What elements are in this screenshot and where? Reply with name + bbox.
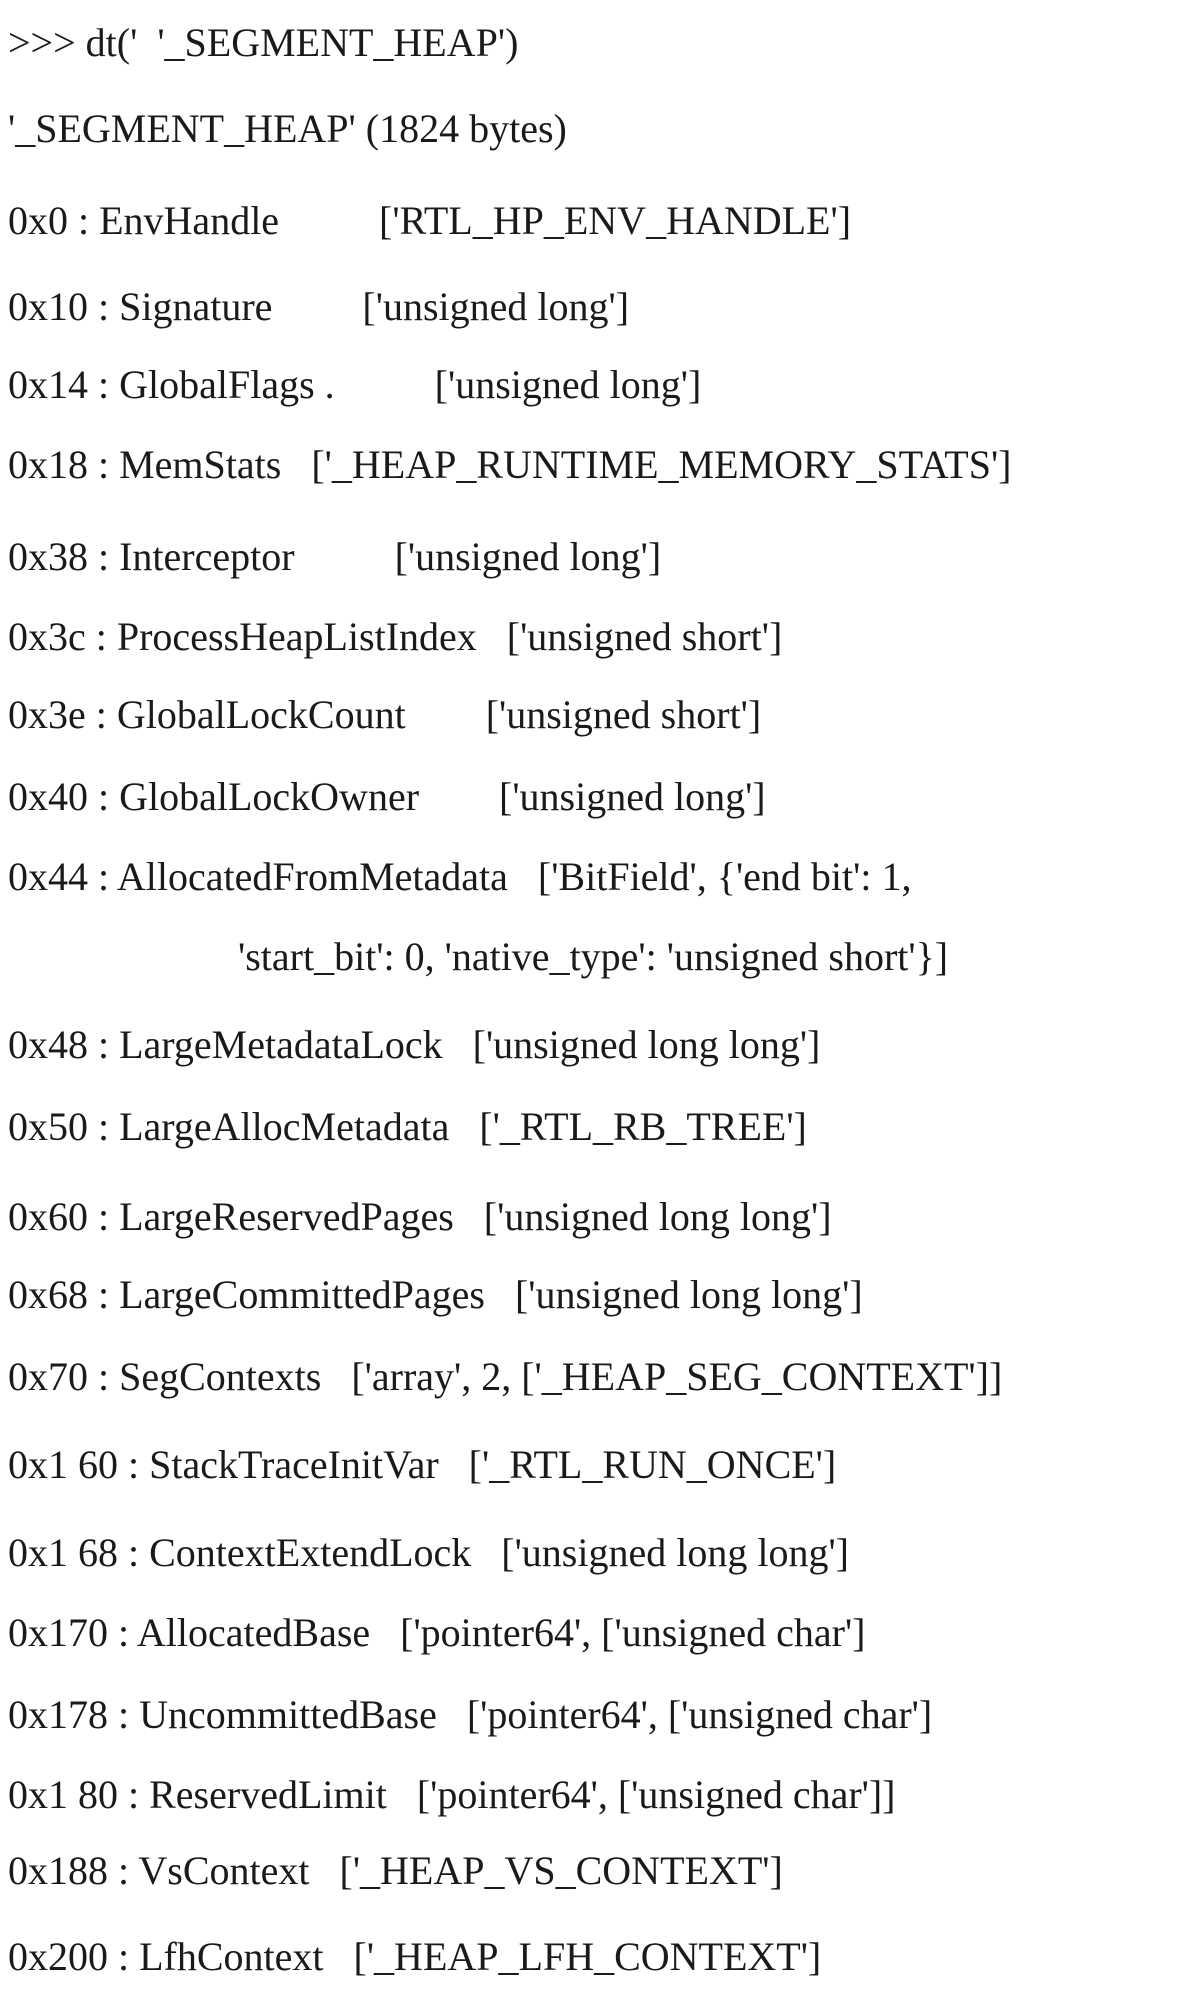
field-row: 0x44 : AllocatedFromMetadata ['BitField'…	[8, 854, 912, 899]
field-row: 0x0 : EnvHandle ['RTL_HP_ENV_HANDLE']	[8, 198, 852, 243]
field-row: 0x3c : ProcessHeapListIndex ['unsigned s…	[8, 614, 783, 659]
field-row: 0x60 : LargeReservedPages ['unsigned lon…	[8, 1194, 832, 1239]
field-row-continuation: 'start_bit': 0, 'native_type': 'unsigned…	[238, 934, 949, 979]
field-row: 0x40 : GlobalLockOwner ['unsigned long']	[8, 774, 766, 819]
field-row: 0x10 : Signature ['unsigned long']	[8, 284, 630, 329]
field-row: 0x170 : AllocatedBase ['pointer64', ['un…	[8, 1610, 866, 1655]
field-row: 0x48 : LargeMetadataLock ['unsigned long…	[8, 1022, 821, 1067]
field-row: 0x1 80 : ReservedLimit ['pointer64', ['u…	[8, 1772, 896, 1817]
field-row: 0x14 : GlobalFlags . ['unsigned long']	[8, 362, 702, 407]
field-row: 0x178 : UncommittedBase ['pointer64', ['…	[8, 1692, 933, 1737]
struct-listing: >>> dt(' '_SEGMENT_HEAP') '_SEGMENT_HEAP…	[8, 0, 1198, 1991]
command-line: >>> dt(' '_SEGMENT_HEAP')	[8, 20, 519, 65]
field-row: 0x1 60 : StackTraceInitVar ['_RTL_RUN_ON…	[8, 1442, 837, 1487]
field-row: 0x68 : LargeCommittedPages ['unsigned lo…	[8, 1272, 863, 1317]
field-row: 0x1 68 : ContextExtendLock ['unsigned lo…	[8, 1530, 849, 1575]
field-row: 0x70 : SegContexts ['array', 2, ['_HEAP_…	[8, 1354, 1003, 1399]
field-row: 0x50 : LargeAllocMetadata ['_RTL_RB_TREE…	[8, 1104, 807, 1149]
field-row: 0x188 : VsContext ['_HEAP_VS_CONTEXT']	[8, 1848, 783, 1893]
field-row: 0x18 : MemStats ['_HEAP_RUNTIME_MEMORY_S…	[8, 442, 1012, 487]
struct-header: '_SEGMENT_HEAP' (1824 bytes)	[8, 106, 567, 151]
field-row: 0x38 : Interceptor ['unsigned long']	[8, 534, 662, 579]
field-row: 0x200 : LfhContext ['_HEAP_LFH_CONTEXT']	[8, 1934, 822, 1979]
field-row: 0x3e : GlobalLockCount ['unsigned short'…	[8, 692, 762, 737]
